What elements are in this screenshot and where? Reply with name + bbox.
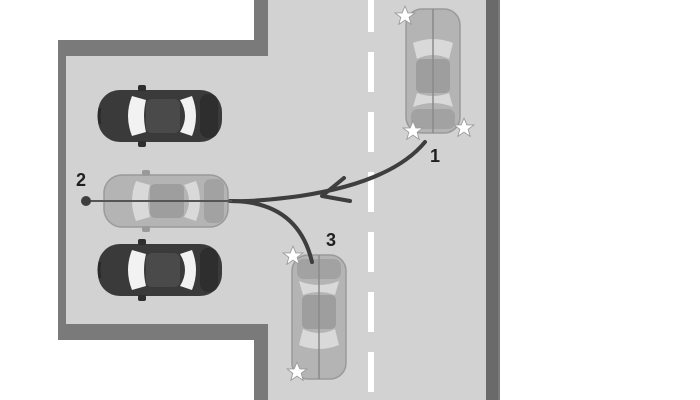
path-2-to-3 xyxy=(230,199,314,264)
step-label-2: 2 xyxy=(76,170,86,190)
lot-road-opening xyxy=(262,56,278,324)
parked-car-top xyxy=(96,83,224,149)
step-label-1: 1 xyxy=(430,146,440,166)
car-position-1 xyxy=(405,8,461,134)
end-dot-icon xyxy=(81,196,91,206)
car-position-3 xyxy=(291,254,347,380)
arrowhead-icon xyxy=(320,176,352,203)
parked-car-bottom xyxy=(96,237,224,303)
step-label-3: 3 xyxy=(326,230,336,250)
right-curb xyxy=(486,0,498,400)
